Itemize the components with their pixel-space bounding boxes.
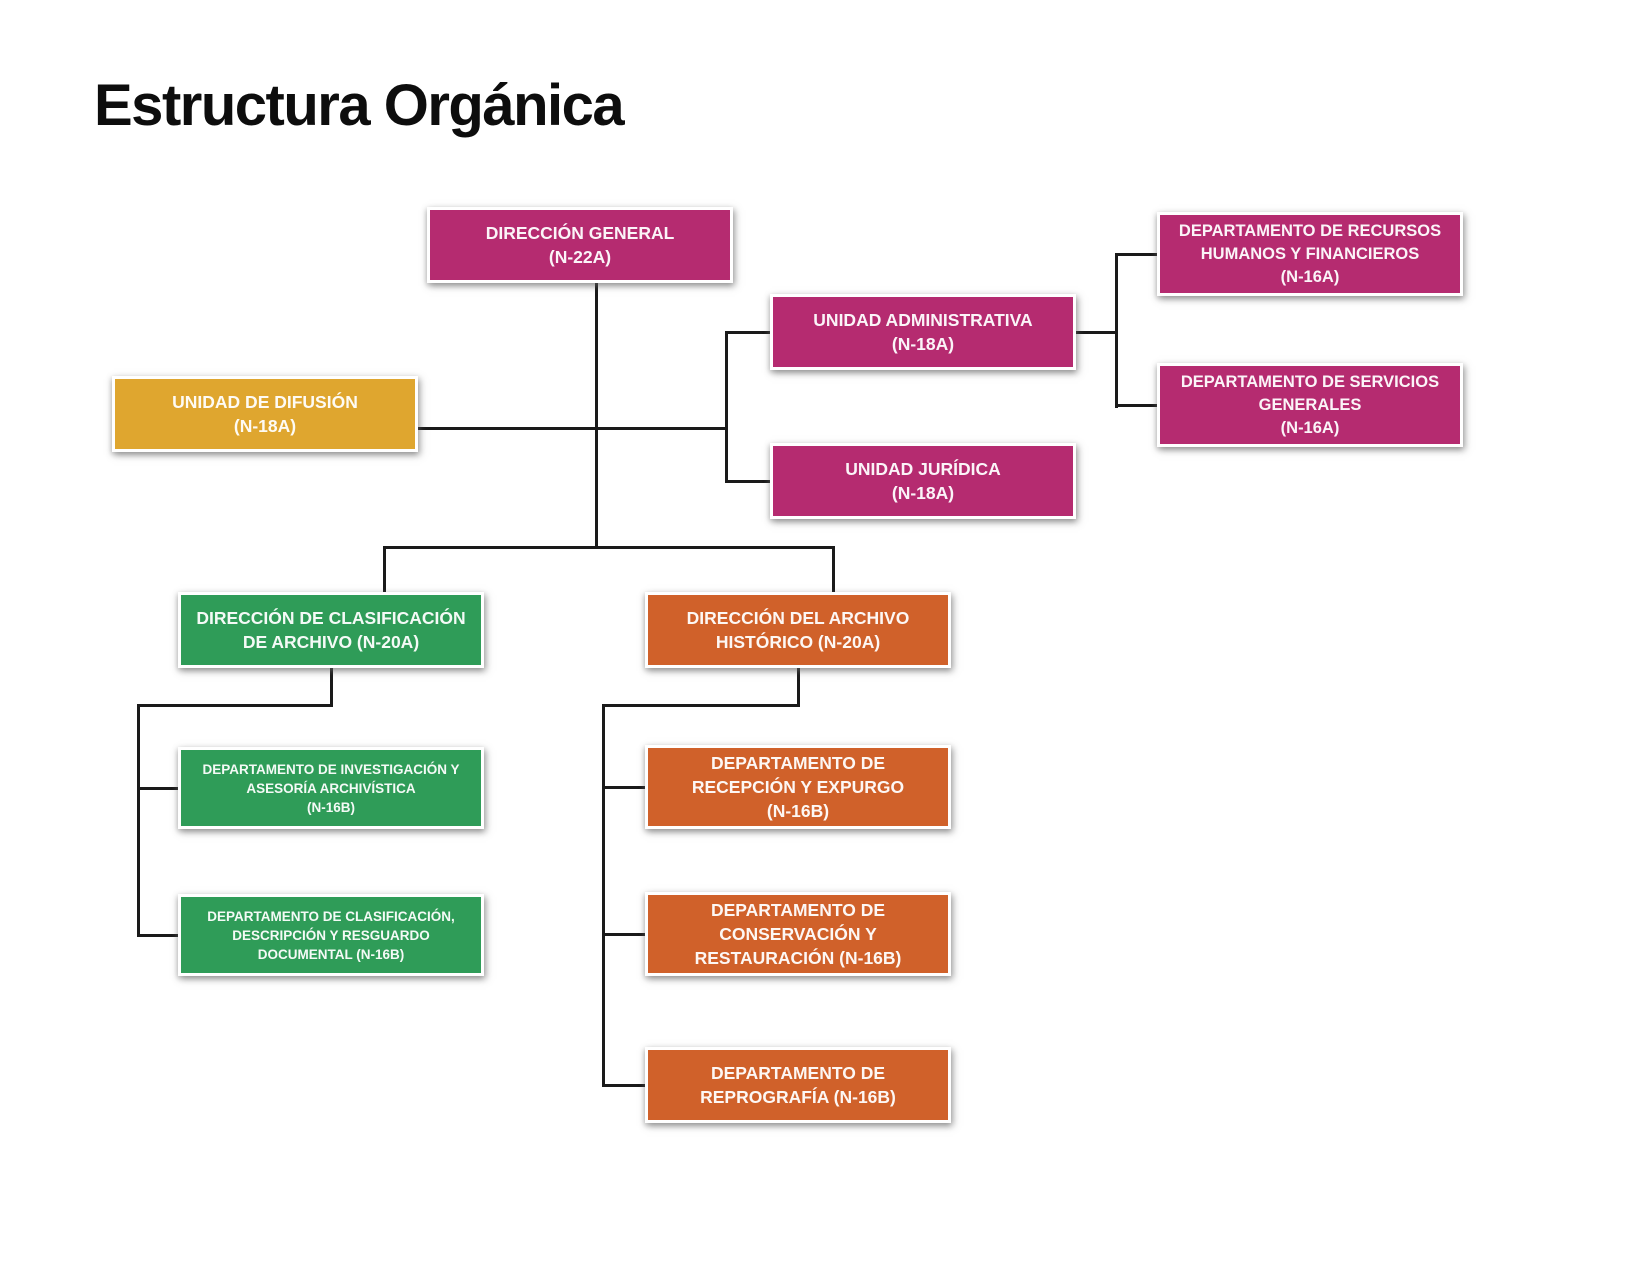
node-grade: RESTAURACIÓN (N-16B): [694, 948, 902, 968]
node-label: UNIDAD ADMINISTRATIVA: [813, 310, 1033, 330]
node-label: GENERALES: [1258, 395, 1362, 414]
node-grade: (N-22A): [548, 247, 612, 267]
node-label: CONSERVACIÓN Y: [719, 924, 877, 944]
connector-stub-recepcion: [602, 786, 645, 789]
connector-historico-down: [797, 668, 800, 707]
node-label: DE ARCHIVO (N-20A): [242, 632, 420, 652]
connector-stub-recursos: [1115, 253, 1157, 256]
node-direccion-clasificacion-archivo: DIRECCIÓN DE CLASIFICACIÓN DE ARCHIVO (N…: [178, 592, 484, 668]
node-grade: (N-16A): [1280, 418, 1340, 437]
connector-stub-servicios: [1115, 404, 1157, 407]
node-grade: (N-18A): [891, 483, 955, 503]
node-depto-clasificacion-descripcion: DEPARTAMENTO DE CLASIFICACIÓN, DESCRIPCI…: [178, 894, 484, 976]
connector-drop-clasificacion: [383, 546, 386, 592]
node-label: DIRECCIÓN DE CLASIFICACIÓN: [196, 608, 466, 628]
node-label: HISTÓRICO (N-20A): [715, 632, 881, 652]
node-unidad-juridica: UNIDAD JURÍDICA (N-18A): [770, 443, 1076, 519]
node-grade: DOCUMENTAL (N-16B): [257, 946, 405, 962]
node-label: ASESORÍA ARCHIVÍSTICA: [246, 780, 416, 796]
node-label: DEPARTAMENTO DE CLASIFICACIÓN,: [207, 908, 455, 924]
connector-stub-investigacion: [137, 787, 178, 790]
node-label: DEPARTAMENTO DE: [710, 753, 886, 773]
node-direccion-archivo-historico: DIRECCIÓN DEL ARCHIVO HISTÓRICO (N-20A): [645, 592, 951, 668]
node-unidad-administrativa: UNIDAD ADMINISTRATIVA (N-18A): [770, 294, 1076, 370]
connector-directions-branch: [383, 546, 835, 549]
connector-clasificacion-down: [330, 668, 333, 707]
node-label: DEPARTAMENTO DE RECURSOS: [1178, 221, 1442, 240]
node-grade: (N-18A): [233, 416, 297, 436]
node-label: DEPARTAMENTO DE: [710, 1063, 886, 1083]
connector-departments-branch: [1115, 253, 1118, 408]
connector-trunk: [595, 283, 598, 548]
node-label: DIRECCIÓN DEL ARCHIVO: [686, 608, 910, 628]
node-direccion-general: DIRECCIÓN GENERAL (N-22A): [427, 207, 733, 283]
connector-stub-clasif-desc: [137, 934, 178, 937]
node-unidad-difusion: UNIDAD DE DIFUSIÓN (N-18A): [112, 376, 418, 452]
node-label: UNIDAD DE DIFUSIÓN: [172, 392, 358, 412]
connector-stub-administrativa: [725, 331, 770, 334]
connector-drop-historico: [832, 546, 835, 592]
connector-left-elbow: [137, 704, 333, 707]
node-depto-reprografia: DEPARTAMENTO DE REPROGRAFÍA (N-16B): [645, 1047, 951, 1123]
page-title: Estructura Orgánica: [94, 73, 625, 138]
node-grade: (N-16B): [766, 801, 830, 821]
node-label: HUMANOS Y FINANCIEROS: [1200, 244, 1420, 263]
node-label: DEPARTAMENTO DE INVESTIGACIÓN Y: [202, 761, 460, 777]
node-label: DEPARTAMENTO DE: [710, 900, 886, 920]
connector-left-spine: [137, 704, 140, 937]
connector-right-spine: [602, 704, 605, 1087]
node-depto-recursos-humanos: DEPARTAMENTO DE RECURSOS HUMANOS Y FINAN…: [1157, 212, 1463, 296]
node-label: UNIDAD JURÍDICA: [845, 459, 1001, 479]
connector-stub-juridica: [725, 480, 770, 483]
node-grade: (N-18A): [891, 334, 955, 354]
node-label: DEPARTAMENTO DE SERVICIOS: [1180, 372, 1440, 391]
connector-units-branch: [725, 331, 728, 483]
connector-stub-conservacion: [602, 933, 645, 936]
node-depto-servicios-generales: DEPARTAMENTO DE SERVICIOS GENERALES (N-1…: [1157, 363, 1463, 447]
node-grade: (N-16A): [1280, 267, 1340, 286]
node-depto-recepcion-expurgo: DEPARTAMENTO DE RECEPCIÓN Y EXPURGO (N-1…: [645, 745, 951, 829]
connector-stub-reprografia: [602, 1084, 645, 1087]
node-depto-conservacion-restauracion: DEPARTAMENTO DE CONSERVACIÓN Y RESTAURAC…: [645, 892, 951, 976]
node-depto-investigacion-asesoria: DEPARTAMENTO DE INVESTIGACIÓN Y ASESORÍA…: [178, 747, 484, 829]
connector-administrativa-right: [1076, 331, 1118, 334]
node-label: REPROGRAFÍA (N-16B): [700, 1087, 896, 1107]
node-label: DIRECCIÓN GENERAL: [485, 223, 675, 243]
node-label: DESCRIPCIÓN Y RESGUARDO: [232, 927, 430, 943]
connector-difusion: [418, 427, 728, 430]
node-grade: (N-16B): [306, 799, 355, 815]
connector-right-elbow: [602, 704, 800, 707]
node-label: RECEPCIÓN Y EXPURGO: [691, 777, 905, 797]
